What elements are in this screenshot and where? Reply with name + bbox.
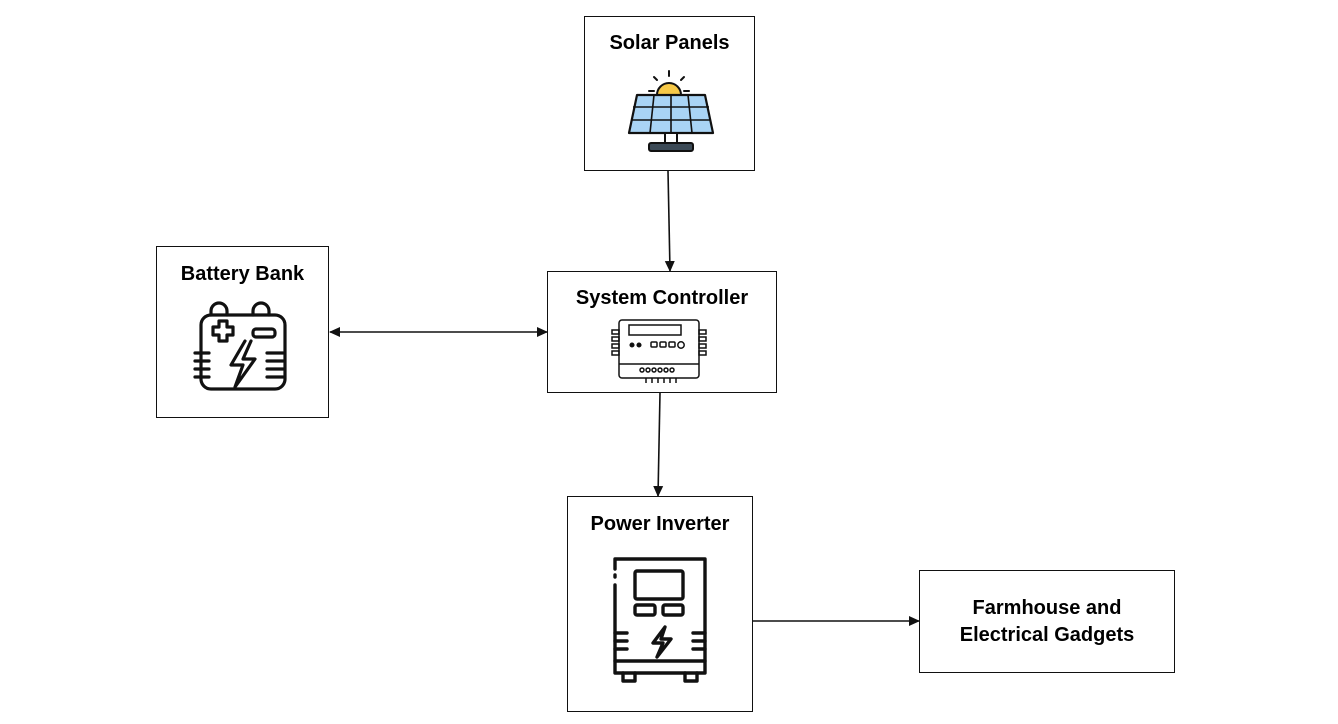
inverter-icon [613, 557, 707, 683]
node-title-inverter: Power Inverter [590, 513, 730, 535]
node-farmhouse-load: Farmhouse and Electrical Gadgets [919, 570, 1175, 673]
node-title-load-line2: Electrical Gadgets [959, 624, 1135, 646]
arrow-solar-to-controller [664, 170, 675, 272]
node-title-solar: Solar Panels [609, 32, 730, 54]
node-title-load-line1: Farmhouse and [972, 597, 1122, 619]
node-title-controller: System Controller [575, 287, 749, 309]
node-power-inverter: Power Inverter [567, 496, 753, 712]
node-solar-panels: Solar Panels [584, 16, 755, 171]
node-title-battery: Battery Bank [180, 263, 305, 285]
node-battery-bank: Battery Bank [156, 246, 329, 418]
arrow-controller-to-inverter [653, 392, 664, 497]
node-system-controller: System Controller [547, 271, 777, 393]
solar-panel-icon [627, 70, 715, 152]
charge-controller-icon [611, 319, 707, 383]
battery-icon [193, 301, 287, 391]
